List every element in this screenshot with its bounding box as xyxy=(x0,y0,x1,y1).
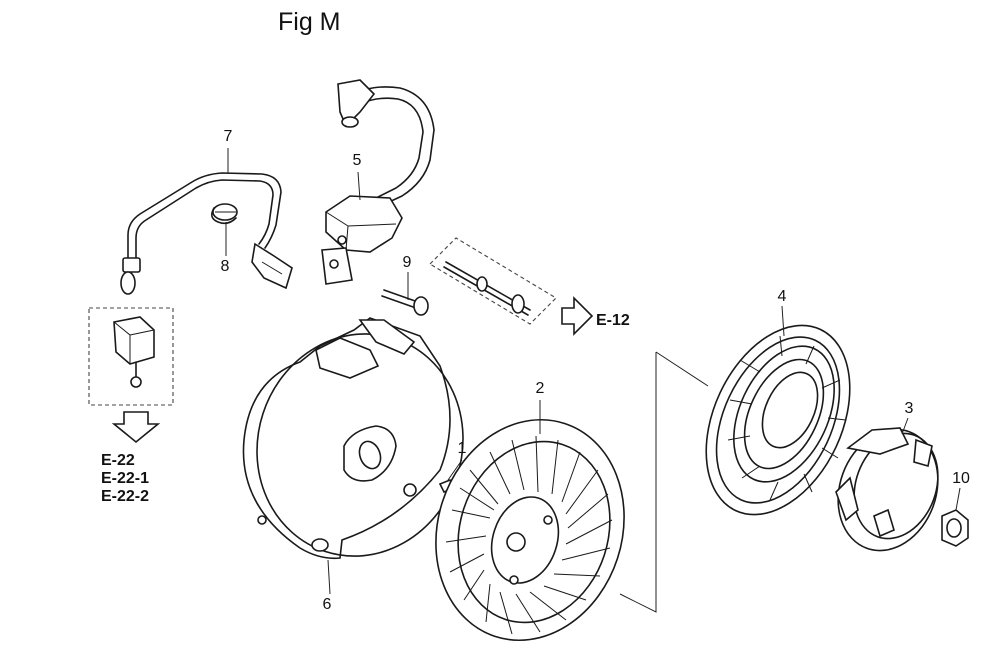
callout-7: 7 xyxy=(223,128,233,145)
callout-1: 1 xyxy=(457,440,467,457)
callout-4: 4 xyxy=(777,288,787,305)
starter-cup-part-3 xyxy=(835,427,939,552)
e22-reference-box xyxy=(88,307,174,444)
cooling-fan-part-2 xyxy=(435,418,625,642)
callout-leader-lines xyxy=(225,148,961,595)
ground-wire-part-7 xyxy=(120,172,293,295)
bolt-part-9 xyxy=(381,289,429,316)
flywheel-part-6 xyxy=(242,317,464,560)
callout-5: 5 xyxy=(352,152,362,169)
reference-e22-2: E-22-2 xyxy=(101,488,150,505)
wire-clip-part-8 xyxy=(210,203,238,225)
reference-e22: E-22 xyxy=(101,452,135,469)
ignition-coil-part-5 xyxy=(321,79,435,285)
e12-reference-box xyxy=(429,237,594,336)
assembly-bracket-line xyxy=(619,351,709,613)
reference-e22-1: E-22-1 xyxy=(101,470,150,487)
figure-title: Fig M xyxy=(278,8,341,36)
callout-2: 2 xyxy=(535,380,545,397)
callout-8: 8 xyxy=(220,258,230,275)
starter-pulley-part-4 xyxy=(705,324,851,516)
reference-e12: E-12 xyxy=(596,312,630,329)
callout-10: 10 xyxy=(952,470,970,487)
callout-9: 9 xyxy=(402,254,412,271)
callout-3: 3 xyxy=(904,400,914,417)
flange-nut-part-10 xyxy=(941,509,969,547)
callout-6: 6 xyxy=(322,596,332,613)
